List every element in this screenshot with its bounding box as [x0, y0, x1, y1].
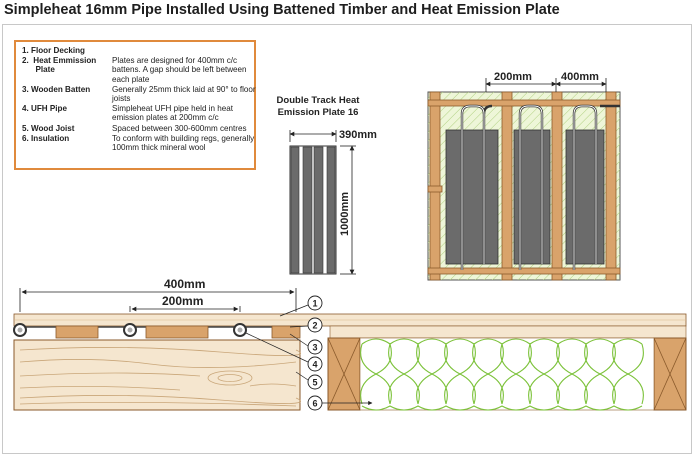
wooden-batten	[271, 325, 301, 339]
plate-height-label: 1000mm	[339, 192, 351, 236]
wooden-batten	[145, 325, 209, 339]
insulation	[359, 337, 655, 411]
section-dim2-label: 200mm	[162, 294, 203, 308]
legend-value: Spaced between 300-600mm centres	[112, 124, 247, 133]
plate-width-label: 390mm	[339, 129, 377, 141]
legend-key: 4. UFH Pipe	[22, 104, 67, 113]
legend-value: Simpleheat UFH pipe held in heat emissio…	[112, 104, 234, 123]
legend-key: 2. Heat Emmission Plate	[22, 56, 97, 75]
callouts: 1 2 3 4 5 6	[245, 295, 373, 411]
double-track-plate: Double Track Heat Emission Plate 16 390m…	[277, 95, 377, 275]
callout-4: 4	[312, 360, 317, 370]
callout-1: 1	[312, 299, 317, 309]
plate-title-line2: Emission Plate 16	[278, 107, 359, 118]
legend-value: Plates are designed for 400mm c/c batten…	[112, 56, 247, 84]
callout-6: 6	[312, 399, 317, 409]
wooden-batten	[55, 325, 99, 339]
legend-key: 1. Floor Decking	[22, 46, 85, 55]
section-view: 400mm 200mm	[13, 277, 687, 411]
callout-2: 2	[312, 321, 317, 331]
plan-dim2-label: 400mm	[561, 71, 599, 83]
plan-view: 200mm 400mm	[427, 71, 621, 281]
legend-key: 5. Wood Joist	[22, 124, 75, 133]
page-title: Simpleheat 16mm Pipe Installed Using Bat…	[4, 2, 560, 18]
ufh-pipes	[13, 323, 247, 337]
plan-dim1-label: 200mm	[494, 71, 532, 83]
diagram-frame	[2, 24, 692, 454]
plate-title-line1: Double Track Heat	[277, 95, 361, 106]
callout-3: 3	[312, 343, 317, 353]
legend-key: 6. Insulation	[22, 134, 70, 143]
section-dim1-label: 400mm	[164, 277, 205, 291]
legend-box: 1. Floor Decking 2. Heat Emmission Plate…	[14, 40, 256, 170]
legend-value: Generally 25mm thick laid at 90° to floo…	[112, 85, 256, 104]
legend-value: To conform with building regs, generally…	[112, 134, 255, 153]
legend-key: 3. Wooden Batten	[22, 85, 91, 94]
callout-5: 5	[312, 378, 317, 388]
wood-joist	[13, 339, 301, 411]
